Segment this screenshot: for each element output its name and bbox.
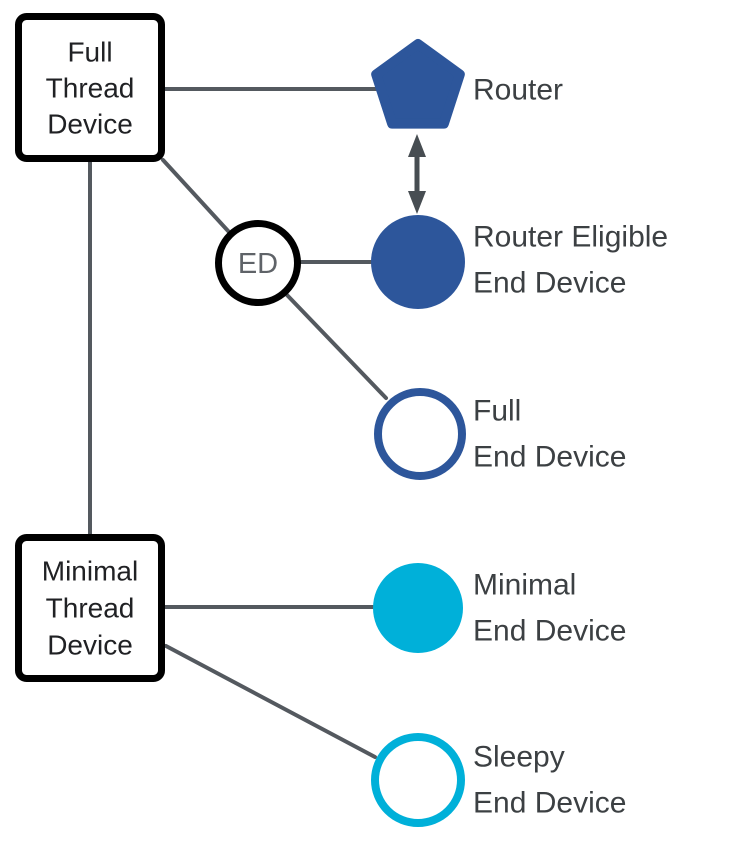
outlined-circle-icon-fed bbox=[374, 388, 466, 480]
filled-circle-icon-med bbox=[373, 563, 463, 653]
outlined-circle-icon-sed bbox=[371, 733, 465, 827]
med-label-line1: Minimal bbox=[473, 569, 576, 602]
ftd-label-line3: Device bbox=[47, 109, 133, 140]
mtd-label-line2: Thread bbox=[46, 593, 135, 624]
ftd-label-line2: Thread bbox=[46, 73, 135, 104]
fed-label-line1: Full bbox=[473, 395, 521, 428]
connector-lines bbox=[88, 87, 388, 759]
sed-label-line2: End Device bbox=[473, 787, 626, 820]
filled-circle-icon-reed bbox=[371, 215, 465, 309]
minimal-thread-device-box: Minimal Thread Device bbox=[15, 534, 165, 682]
reed-label-line2: End Device bbox=[473, 267, 626, 300]
mtd-label-line3: Device bbox=[47, 630, 133, 661]
sed-label-line1: Sleepy bbox=[473, 741, 565, 774]
full-thread-device-box: Full Thread Device bbox=[15, 13, 165, 162]
arrowhead-up-icon bbox=[408, 134, 426, 157]
arrowhead-down-icon bbox=[408, 191, 426, 214]
router-label: Router bbox=[473, 74, 563, 107]
double-arrow-router-reed bbox=[408, 134, 426, 214]
med-label-line2: End Device bbox=[473, 615, 626, 648]
node-labels: Router Router Eligible End Device Full E… bbox=[473, 74, 668, 820]
ed-badge-circle-icon bbox=[215, 220, 301, 306]
minimal-thread-device-rect bbox=[15, 534, 165, 682]
ed-badge-label: ED bbox=[238, 248, 278, 280]
edge-ed-badge-to-fed bbox=[285, 293, 388, 400]
reed-label-line1: Router Eligible bbox=[473, 221, 668, 254]
mtd-label-line1: Minimal bbox=[42, 556, 138, 587]
full-thread-device-rect bbox=[15, 13, 165, 162]
fed-label-line2: End Device bbox=[473, 441, 626, 474]
pentagon-icon bbox=[371, 39, 465, 129]
ftd-label-line1: Full bbox=[67, 37, 112, 68]
edge-ftd-to-ed-badge bbox=[161, 158, 231, 234]
edge-mtd-to-sed bbox=[164, 644, 377, 759]
